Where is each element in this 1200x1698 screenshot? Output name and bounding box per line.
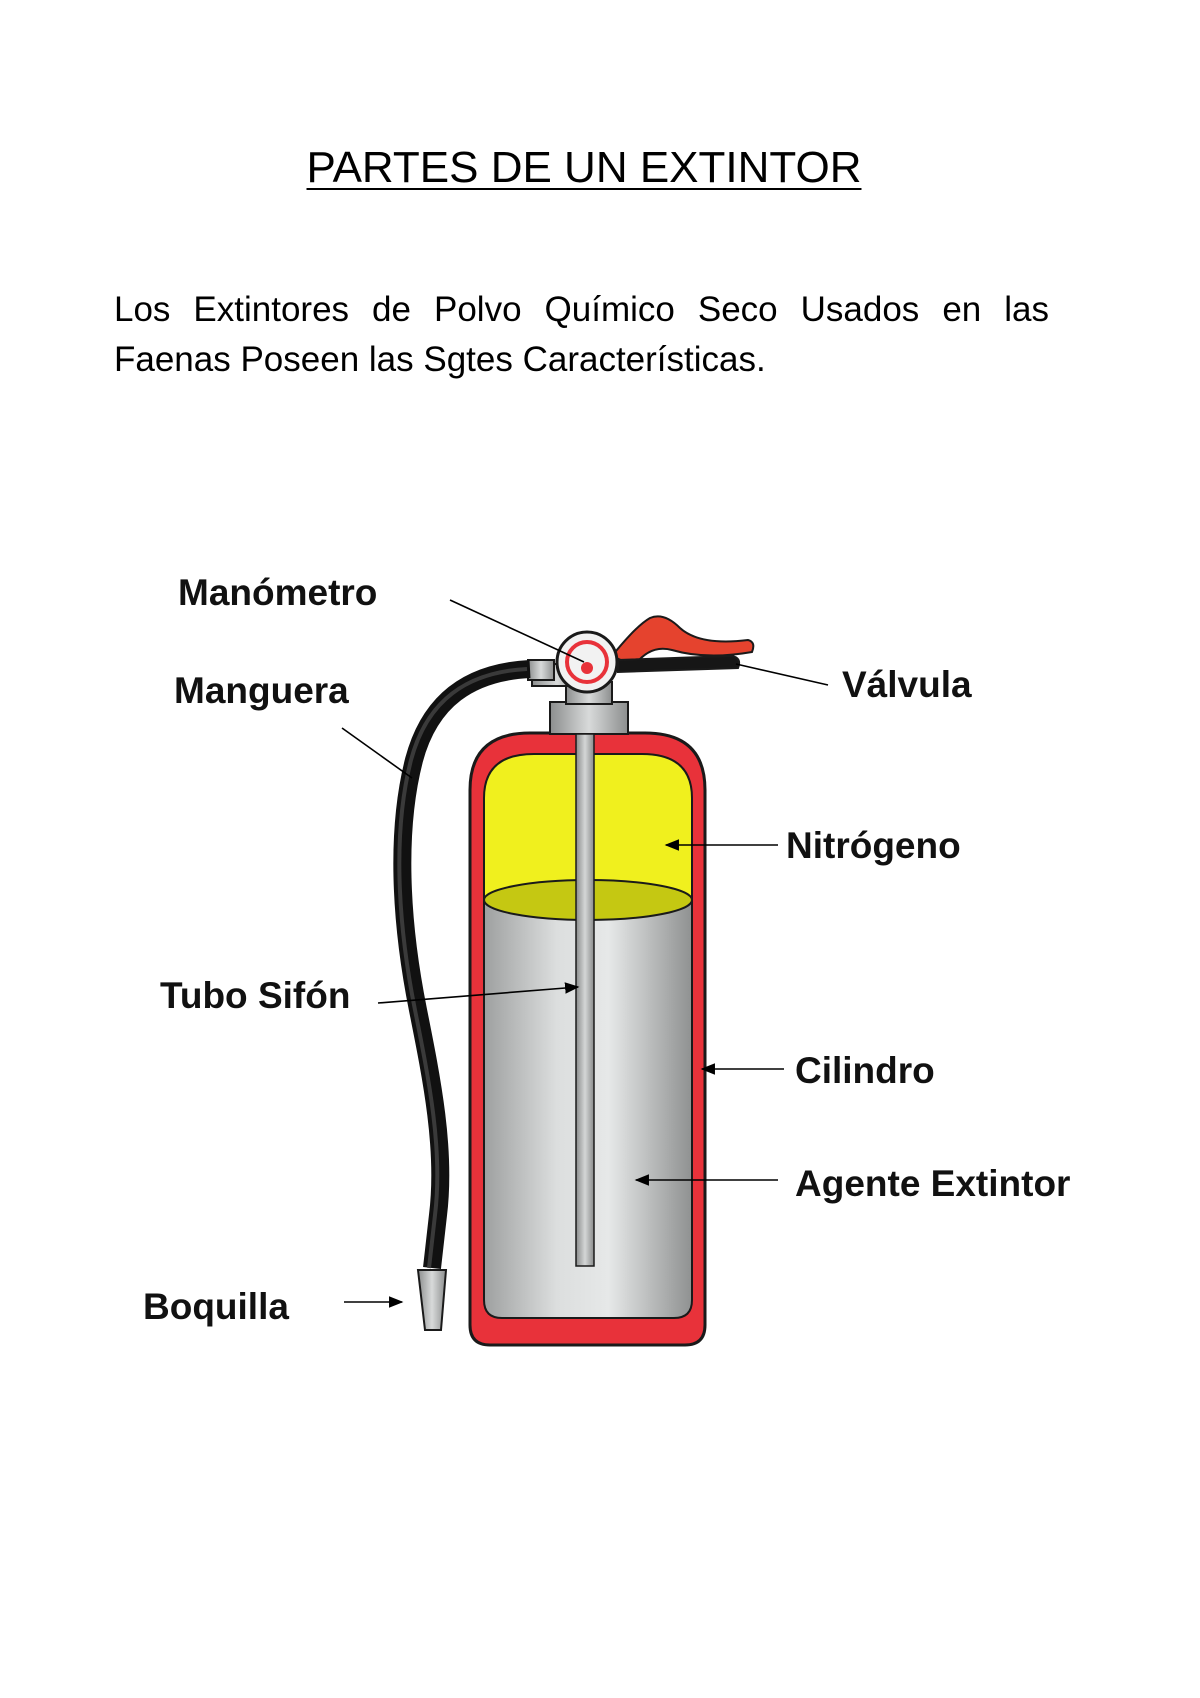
leader-tubo-sifon — [377, 982, 580, 1004]
valve-handle — [617, 654, 741, 674]
valve-lever — [610, 615, 755, 668]
siphon-tube — [575, 733, 595, 1267]
leader-valvula — [735, 663, 829, 686]
hose — [393, 659, 555, 1270]
label-cilindro: Cilindro — [795, 1050, 935, 1091]
leader-manometro — [449, 599, 585, 663]
nozzle — [416, 1269, 448, 1331]
leader-lines — [341, 599, 829, 1308]
label-nitrogeno: Nitrógeno — [786, 825, 961, 866]
label-agente-extintor: Agente Extintor — [795, 1163, 1070, 1204]
label-manometro: Manómetro — [178, 572, 377, 613]
label-boquilla: Boquilla — [143, 1286, 289, 1327]
intro-paragraph: Los Extintores de Polvo Químico Seco Usa… — [114, 290, 1049, 379]
leader-manguera — [341, 727, 413, 779]
label-manguera: Manguera — [174, 670, 349, 711]
label-tubo-sifon: Tubo Sifón — [160, 975, 350, 1016]
page-title: PARTES DE UN EXTINTOR — [306, 143, 862, 192]
label-valvula: Válvula — [842, 664, 972, 705]
